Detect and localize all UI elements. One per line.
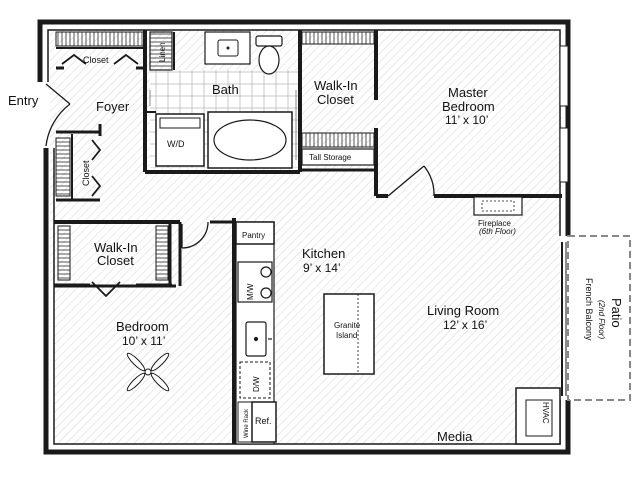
label-media: Media — [437, 429, 473, 444]
label-bath: Bath — [212, 82, 239, 97]
walkin-closet-top — [298, 30, 378, 196]
label-entry: Entry — [8, 93, 39, 108]
granite-island — [323, 293, 375, 375]
label-walkin-left-1: Walk-In — [94, 240, 138, 255]
bedroom-door[interactable] — [181, 221, 209, 249]
stove-icon — [237, 261, 273, 303]
bath-vanity — [204, 31, 251, 65]
label-granite-1: Granite — [334, 321, 361, 330]
bathtub-icon — [207, 111, 293, 169]
linen-closet — [149, 31, 175, 71]
label-granite-2: Island — [336, 331, 357, 340]
label-bedroom-dim: 10’ x 11’ — [122, 334, 165, 348]
label-master-dim: 11’ x 10’ — [445, 113, 488, 127]
entry-door[interactable] — [45, 83, 71, 147]
sink-icon — [245, 321, 272, 357]
label-living: Living Room — [427, 303, 499, 318]
label-kitchen: Kitchen — [302, 246, 345, 261]
label-master-2: Bedroom — [442, 99, 495, 114]
side-closet — [55, 124, 102, 202]
label-hvac: HVAC — [541, 402, 550, 424]
label-bedroom: Bedroom — [116, 319, 169, 334]
master-door[interactable] — [387, 165, 435, 197]
washer-dryer — [146, 111, 205, 167]
label-patio-1: Patio — [609, 298, 624, 328]
label-fireplace-2: (6th Floor) — [479, 227, 516, 236]
label-patio-3: French Balcony — [584, 278, 594, 341]
ceiling-fan-icon — [126, 352, 170, 392]
label-walkin-top-1: Walk-In — [314, 78, 358, 93]
label-kitchen-dim: 9’ x 14’ — [303, 261, 341, 275]
label-master-1: Master — [448, 85, 488, 100]
label-wine: Wine Rack — [244, 408, 250, 438]
label-dw: D/W — [252, 376, 261, 392]
label-fireplace-1: Fireplace — [478, 219, 511, 228]
label-wd: W/D — [167, 139, 185, 149]
label-walkin-top-2: Closet — [317, 92, 354, 107]
label-walkin-left-2: Closet — [97, 253, 134, 268]
fireplace — [473, 196, 523, 216]
label-foyer: Foyer — [96, 99, 130, 114]
dishwasher — [239, 361, 271, 399]
patio — [561, 235, 631, 401]
top-closet — [55, 31, 145, 70]
refrigerator — [251, 401, 277, 443]
label-pantry: Pantry — [242, 231, 265, 240]
toilet-icon — [255, 35, 283, 75]
label-linen: Linen — [158, 42, 167, 62]
label-closet-top: Closet — [83, 55, 109, 65]
label-mw: M/W — [246, 283, 255, 300]
hvac-unit — [515, 387, 561, 445]
label-ref: Ref. — [255, 416, 272, 426]
label-patio-2: (2nd Floor) — [597, 300, 606, 339]
label-living-dim: 12’ x 16’ — [443, 318, 487, 332]
label-tall-storage: Tall Storage — [309, 153, 352, 162]
tall-storage — [301, 148, 375, 166]
label-closet-side: Closet — [81, 160, 91, 186]
